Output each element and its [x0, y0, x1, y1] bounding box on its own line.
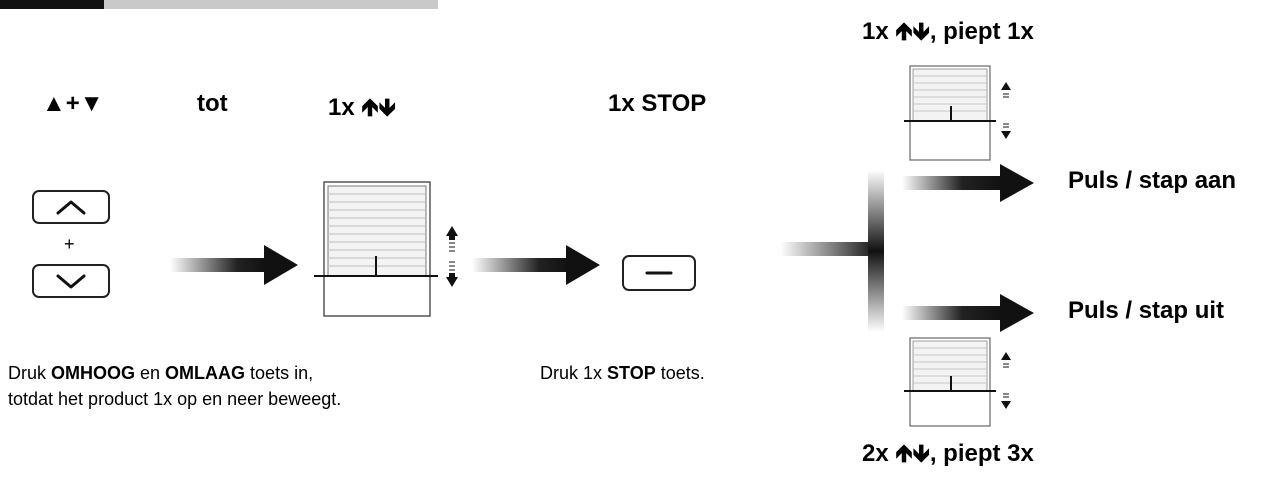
instruction-left: Druk OMHOOG en OMLAAG toets in, totdat h…	[8, 360, 341, 412]
bottom-right-label: 2x 🡹🡻, piept 3x	[862, 440, 1034, 467]
pulse-on-label: Puls / stap aan	[1068, 167, 1237, 194]
shutter-icon	[314, 181, 458, 317]
once-stop-label: 1x STOP	[608, 90, 707, 117]
top-right-label: 1x 🡹🡻, piept 1x	[862, 18, 1034, 45]
down-key[interactable]	[32, 264, 110, 298]
header-bar-dark	[0, 0, 104, 9]
pulse-off-label: Puls / stap uit	[1068, 297, 1225, 324]
plus-sign: +	[64, 234, 75, 254]
branch-connector	[780, 164, 1034, 332]
tot-label: tot	[197, 90, 228, 117]
shutter-icon	[904, 337, 1011, 427]
stop-key-icon	[645, 271, 673, 275]
down-key-icon	[56, 274, 86, 289]
shutter-icon	[904, 65, 1011, 161]
up-down-arrows-icon	[446, 226, 458, 287]
up-key[interactable]	[32, 190, 110, 224]
stop-key[interactable]	[622, 255, 696, 291]
arrow-right-icon	[472, 245, 600, 285]
instruction-left-line2: totdat het product 1x op en neer beweegt…	[8, 389, 342, 409]
instruction-middle: Druk 1x STOP toets.	[540, 363, 705, 383]
instruction-left-line1: Druk OMHOOG en OMLAAG toets in,	[8, 363, 314, 383]
up-key-icon	[56, 200, 86, 215]
once-up-down-label: 1x 🡹🡻	[328, 94, 396, 121]
arrow-right-icon	[170, 245, 298, 285]
up-down-combo-label: ▲+▼	[42, 90, 104, 117]
up-down-arrows-icon	[1001, 352, 1011, 409]
up-down-arrows-icon	[1001, 82, 1011, 139]
header-bar-light	[104, 0, 438, 9]
